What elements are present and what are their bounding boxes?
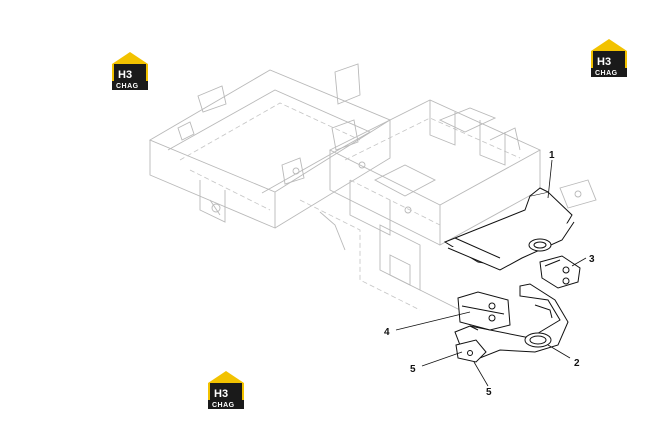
brand-logo-bottom: H3 CHAG bbox=[208, 371, 244, 409]
logo-mark: H3 bbox=[214, 388, 228, 400]
callout-3: 3 bbox=[589, 254, 595, 265]
callout-2: 2 bbox=[574, 358, 580, 369]
callout-5-bottom: 5 bbox=[486, 387, 492, 398]
leader-lines bbox=[395, 159, 587, 387]
logo-mark: H3 bbox=[118, 69, 132, 81]
callout-5-left: 5 bbox=[410, 364, 416, 375]
part-5-tab-left bbox=[455, 339, 487, 363]
brand-logo-top-right: H3 CHAG bbox=[591, 39, 627, 77]
part-1-bracket-plate bbox=[443, 187, 575, 271]
logo-caption: CHAG bbox=[212, 402, 235, 409]
part-2-lower-plate bbox=[454, 283, 569, 359]
logo-caption: CHAG bbox=[595, 70, 618, 77]
logo-mark: H3 bbox=[597, 56, 611, 68]
callout-1: 1 bbox=[549, 150, 555, 161]
part-3-small-bracket bbox=[539, 255, 581, 289]
brand-logo-top-left: H3 CHAG bbox=[112, 52, 148, 90]
chassis-frame-background bbox=[148, 63, 597, 311]
callout-4: 4 bbox=[384, 327, 390, 338]
part-4-mount-bracket bbox=[457, 291, 511, 331]
logo-caption: CHAG bbox=[116, 83, 139, 90]
